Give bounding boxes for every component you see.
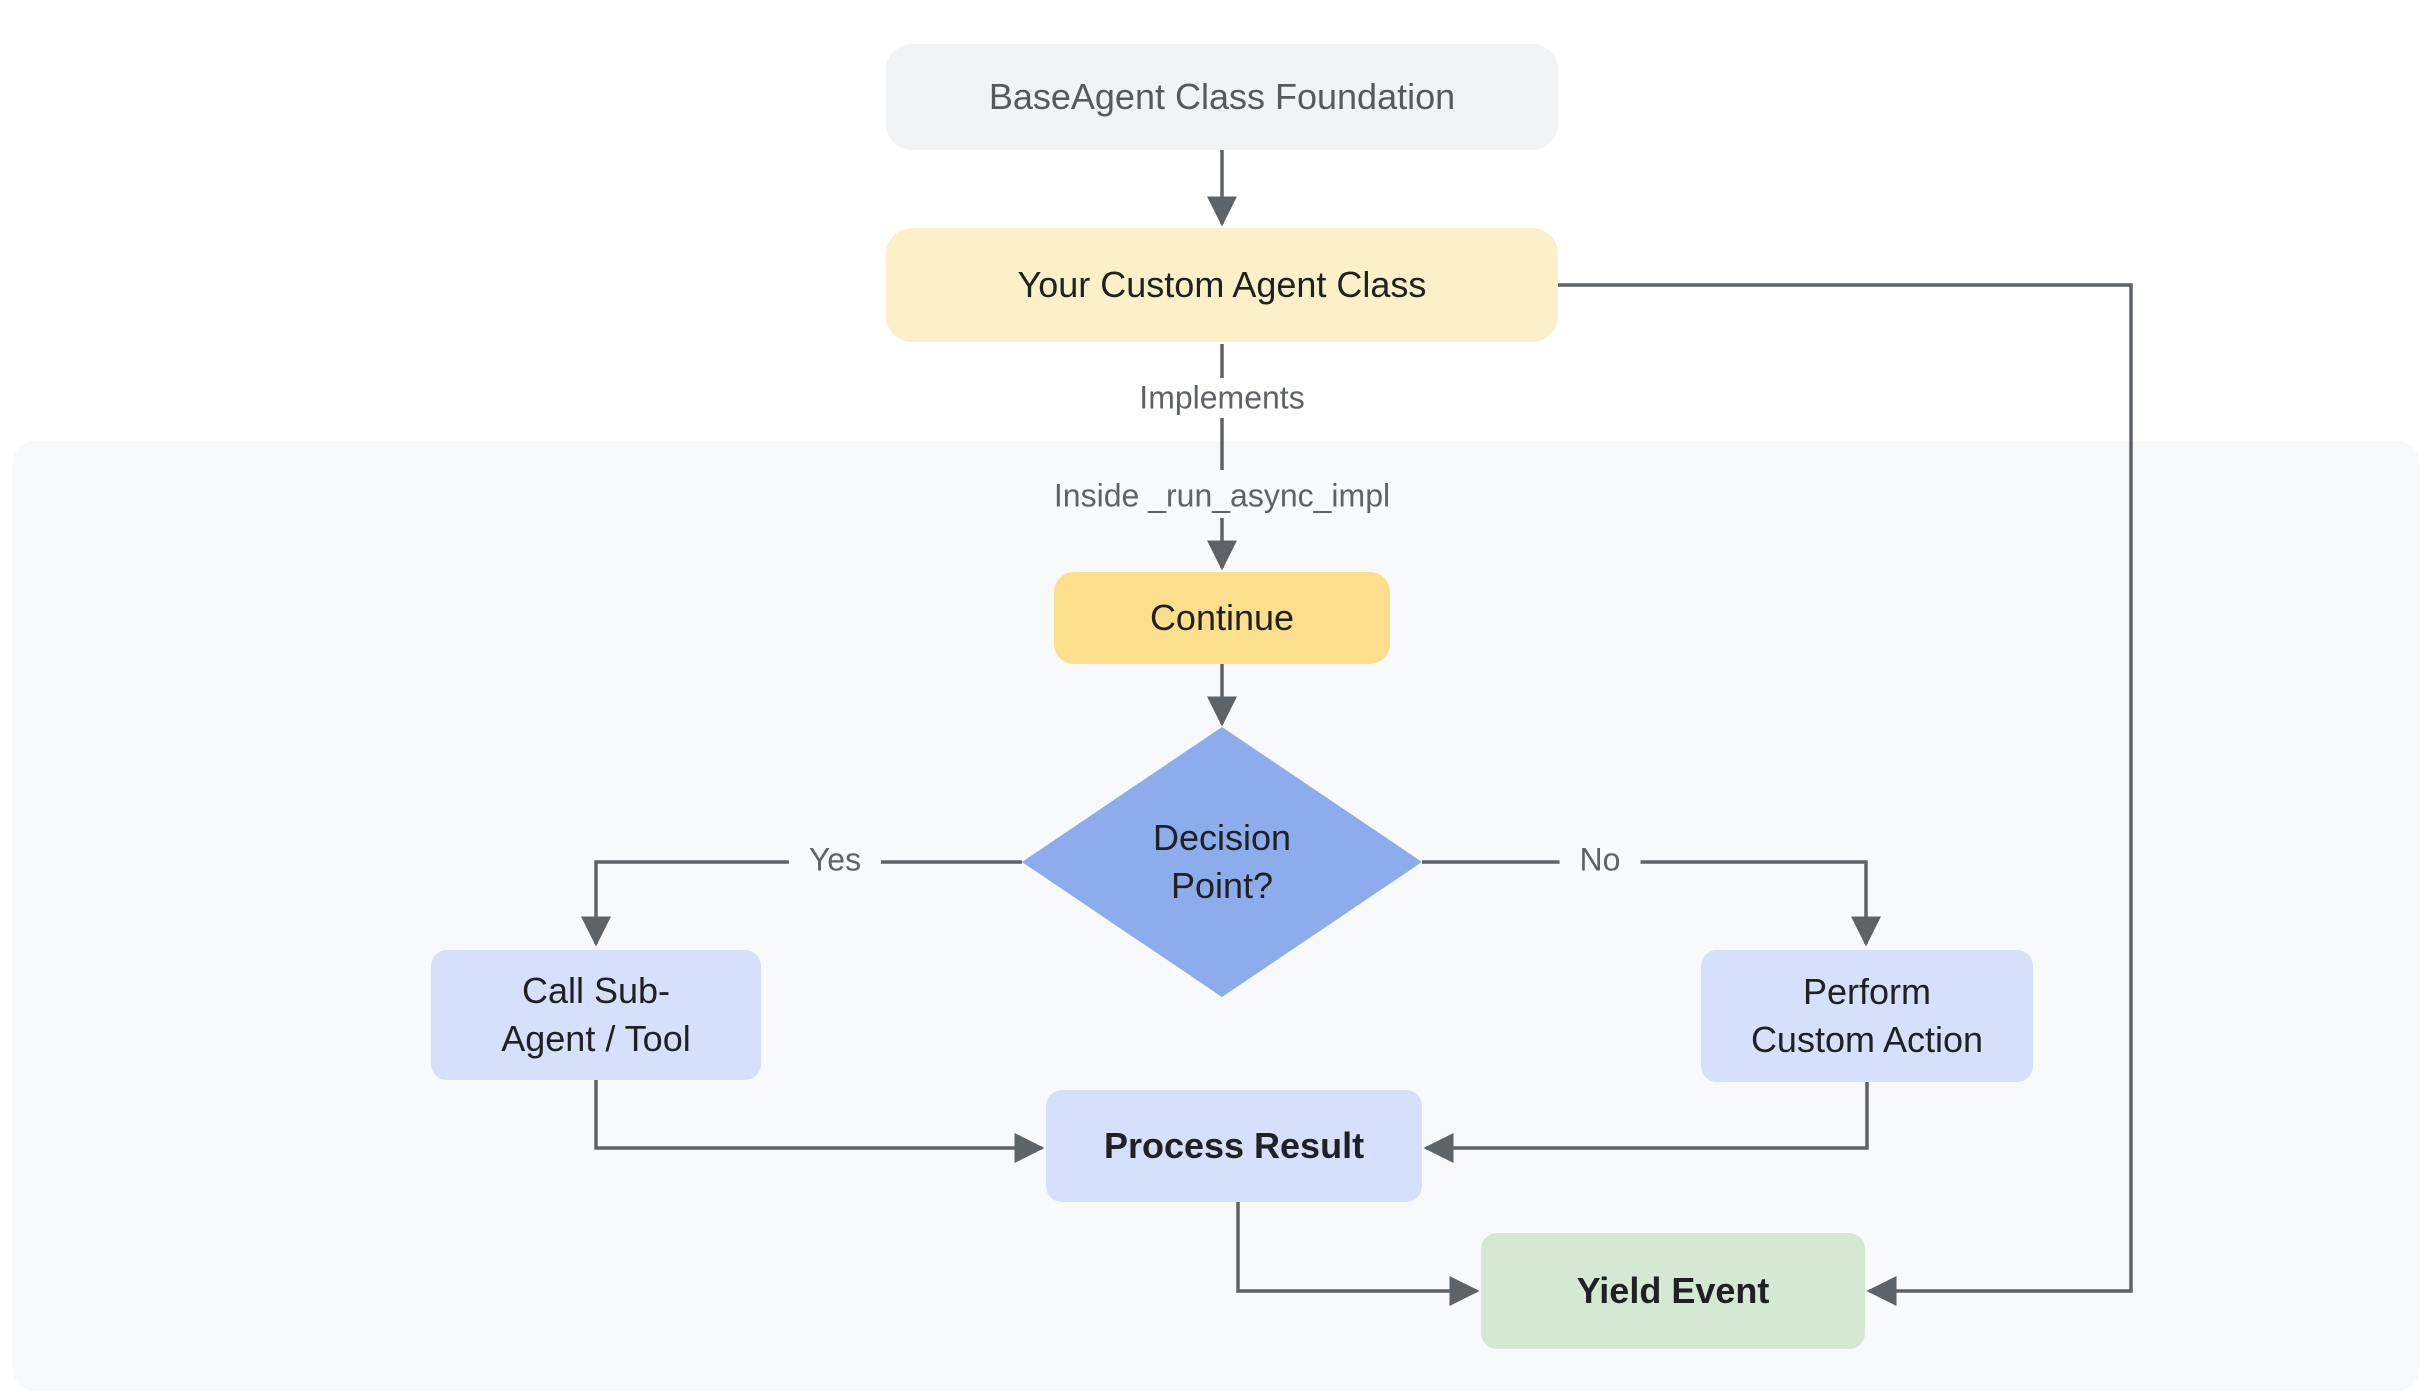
node-decision-point-label: Decision Point? [1152,817,1292,906]
node-perform-custom-action-label: Perform Custom Action [1750,971,1984,1060]
node-yield-event: Yield Event [1481,1233,1865,1349]
node-continue-label: Continue [1149,597,1295,639]
node-yield-event-label: Yield Event [1576,1270,1770,1312]
node-call-subagent-tool: Call Sub- Agent / Tool [431,950,761,1080]
edge-label-no: No [1559,837,1641,883]
node-process-result-label: Process Result [1103,1125,1365,1167]
edge-decision-no-to-perform [1422,860,1881,947]
edge-agent-to-yield-loop [1558,283,2133,1306]
edge-process-to-yield [1236,1202,1480,1306]
edge-label-implements: Implements [1139,379,1305,416]
edge-label-yes: Yes [788,837,882,883]
node-baseagent-foundation-label: BaseAgent Class Foundation [988,76,1456,118]
edge-label-inside-run-async-impl: Inside _run_async_impl [1053,477,1391,514]
node-process-result: Process Result [1046,1090,1422,1202]
node-call-subagent-tool-label: Call Sub- Agent / Tool [501,970,691,1059]
node-continue: Continue [1054,572,1390,664]
node-baseagent-foundation: BaseAgent Class Foundation [886,44,1558,150]
node-perform-custom-action: Perform Custom Action [1701,950,2033,1082]
edge-perform-to-process [1423,1082,1869,1163]
node-custom-agent-class: Your Custom Agent Class [886,228,1558,342]
edge-call-to-process [594,1080,1045,1163]
node-custom-agent-class-label: Your Custom Agent Class [1017,264,1427,306]
